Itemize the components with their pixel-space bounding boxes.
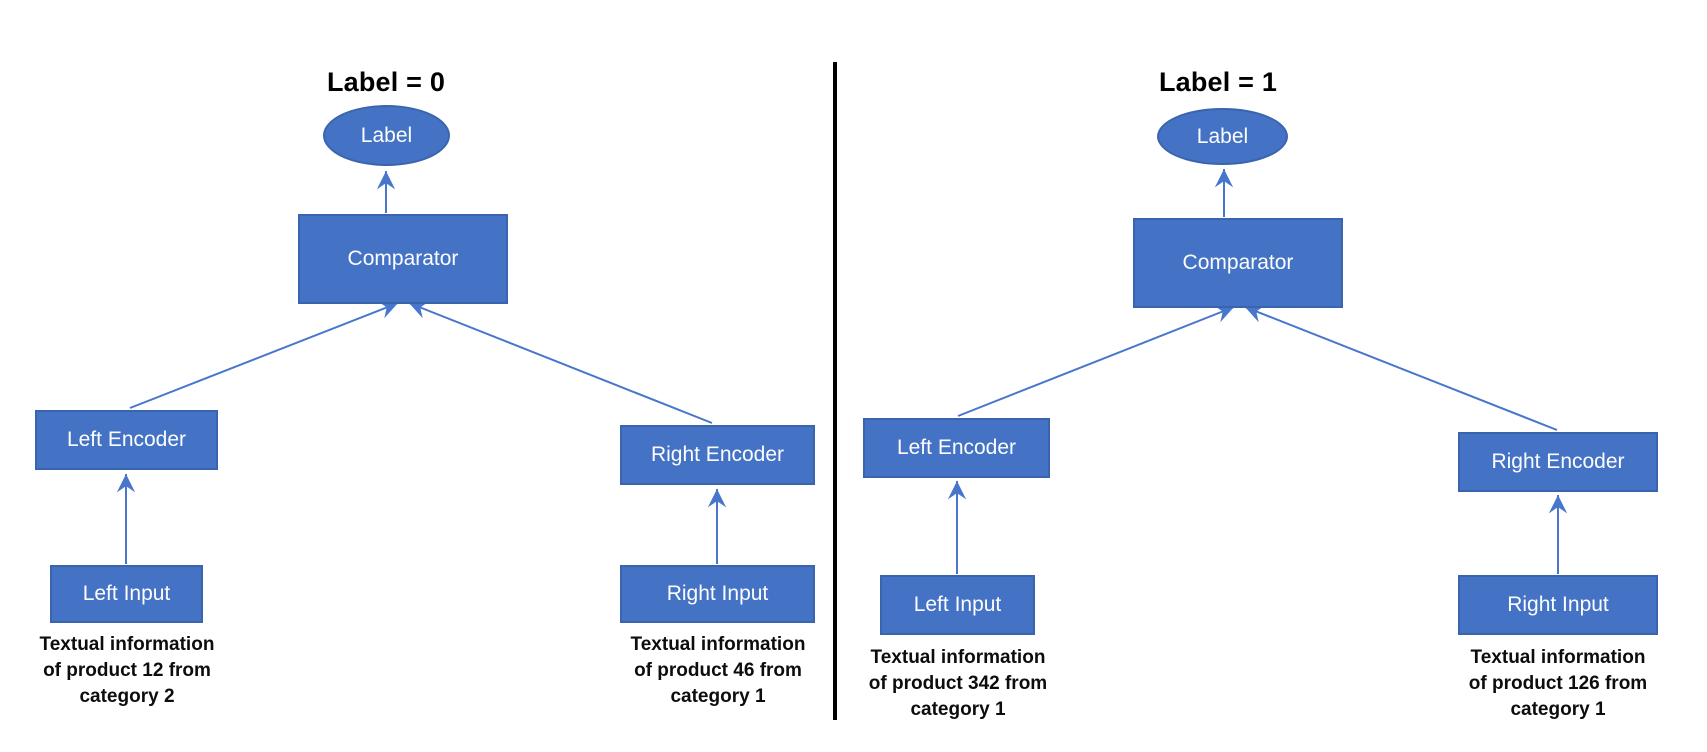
left-input-text: Left Input [82, 582, 171, 605]
label-ellipse-text: Label [360, 123, 413, 147]
panel-title: Label = 0 [326, 67, 446, 97]
comparator-box: Comparator [298, 214, 508, 304]
caption-line: Textual information [39, 634, 215, 655]
arrow-left-encoder-to-comparator-left [129, 301, 399, 409]
caption-line: category 2 [79, 686, 175, 707]
caption-line: of product 342 from [868, 673, 1048, 694]
caption-line: category 1 [670, 686, 766, 707]
label-ellipse: Label [323, 105, 450, 166]
right-input-box: Right Input [620, 565, 815, 623]
panel-title: Label = 1 [1158, 67, 1278, 97]
right-input-caption: Textual information of product 126 from … [1438, 645, 1678, 723]
arrow-right-encoder-to-comparator-right [1244, 305, 1558, 431]
left-input-caption: Textual information of product 342 from … [838, 645, 1078, 723]
right-input-box: Right Input [1458, 575, 1658, 635]
arrow-left-encoder-to-comparator-right [957, 305, 1235, 417]
right-encoder-text: Right Encoder [1491, 450, 1625, 473]
label-ellipse-text: Label [1196, 124, 1249, 148]
right-input-caption: Textual information of product 46 from c… [598, 632, 838, 710]
caption-line: of product 126 from [1468, 673, 1648, 694]
caption-line: Textual information [870, 647, 1046, 668]
left-input-text: Left Input [913, 593, 1002, 616]
comparator-box: Comparator [1133, 218, 1343, 308]
caption-line: category 1 [910, 699, 1006, 720]
right-encoder-text: Right Encoder [650, 443, 785, 466]
right-input-text: Right Input [666, 582, 769, 605]
comparator-text: Comparator [1182, 251, 1294, 274]
caption-line: of product 12 from [43, 660, 211, 681]
arrow-right-encoder-to-comparator-left [408, 301, 713, 424]
left-encoder-text: Left Encoder [896, 436, 1017, 459]
left-encoder-box: Left Encoder [35, 410, 218, 470]
comparator-text: Comparator [347, 247, 459, 270]
left-encoder-box: Left Encoder [863, 418, 1050, 478]
caption-line: Textual information [1470, 647, 1646, 668]
caption-line: Textual information [630, 634, 806, 655]
left-input-box: Left Input [880, 575, 1035, 635]
right-encoder-box: Right Encoder [1458, 432, 1658, 492]
left-encoder-text: Left Encoder [66, 428, 187, 451]
right-encoder-box: Right Encoder [620, 425, 815, 485]
left-input-box: Left Input [50, 565, 203, 623]
caption-line: category 1 [1510, 699, 1606, 720]
label-ellipse: Label [1157, 108, 1288, 165]
right-input-text: Right Input [1507, 593, 1609, 616]
panel-divider [833, 62, 837, 720]
left-input-caption: Textual information of product 12 from c… [7, 632, 247, 710]
caption-line: of product 46 from [634, 660, 802, 681]
